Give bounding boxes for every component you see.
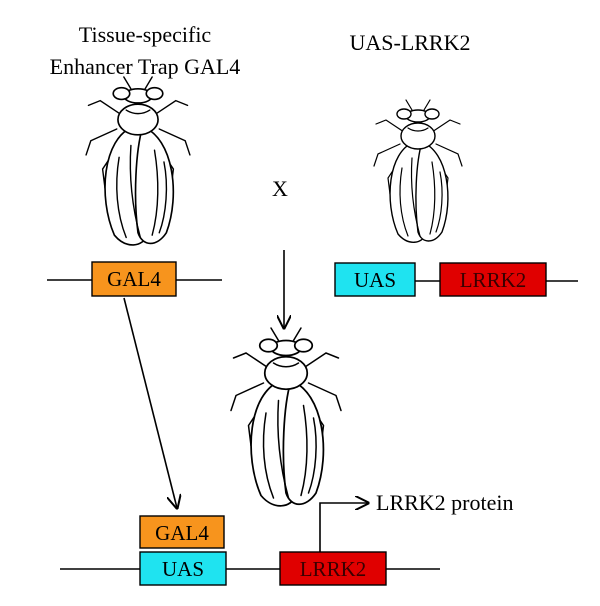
progeny-gal4-box <box>139 515 225 549</box>
driver-gal4-label: GAL4 <box>107 267 161 291</box>
expression-arrow-icon <box>319 503 368 552</box>
progeny-lrrk2-box <box>279 551 387 586</box>
responder-uas-label: UAS <box>354 268 396 292</box>
driver-label-line1: Tissue-specific <box>79 22 212 47</box>
responder-lrrk2-box <box>439 262 547 297</box>
progeny-uas-box <box>139 551 227 586</box>
cross-symbol: X <box>272 176 288 201</box>
gal4-binding-arrow-icon <box>123 297 177 508</box>
progeny-uas-label: UAS <box>162 557 204 581</box>
progeny-fly-icon <box>230 327 342 507</box>
progeny-gal4-label: GAL4 <box>155 521 209 545</box>
responder-lrrk2-label: LRRK2 <box>460 268 527 292</box>
responder-label: UAS-LRRK2 <box>349 30 470 55</box>
progeny-lrrk2-label: LRRK2 <box>300 557 367 581</box>
output-protein-label: LRRK2 protein <box>376 490 514 515</box>
responder-fly-icon <box>373 99 463 243</box>
driver-label-line2: Enhancer Trap GAL4 <box>50 54 241 79</box>
responder-uas-box <box>334 262 416 297</box>
driver-fly-icon <box>85 76 191 246</box>
driver-gal4-box <box>91 261 177 297</box>
